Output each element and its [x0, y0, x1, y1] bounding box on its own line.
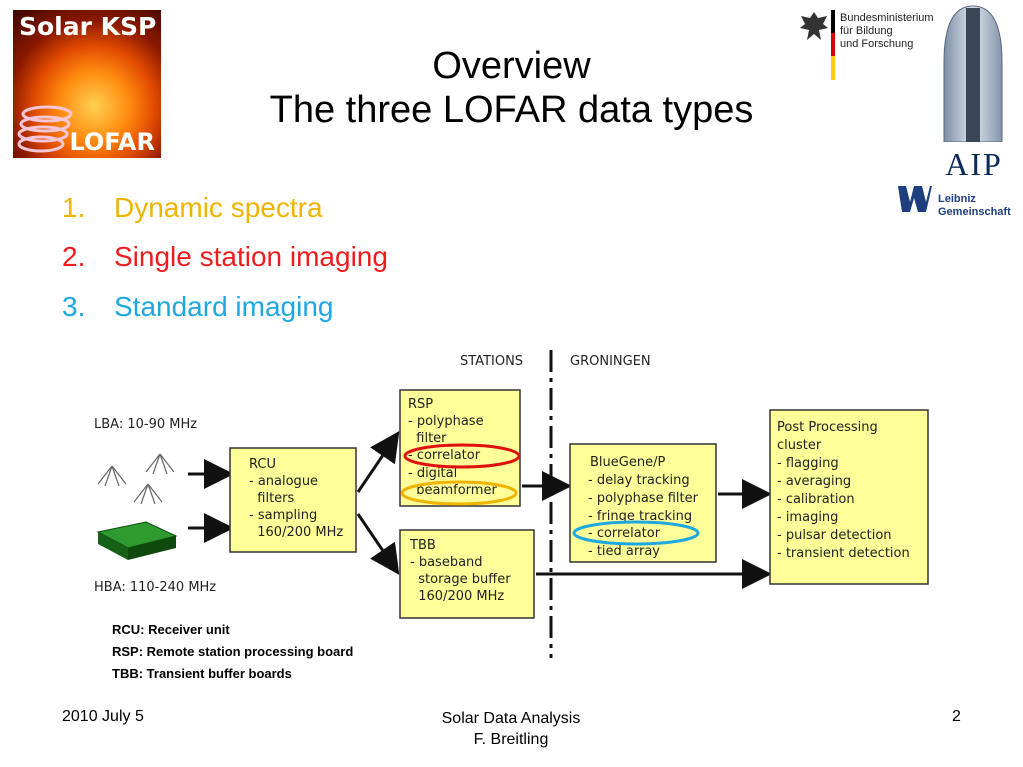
highlight-correlator-red — [403, 443, 521, 469]
tbb-box: TBB - baseband storage buffer 160/200 MH… — [399, 529, 535, 619]
rcu-box: RCU - analogue filters - sampling 160/20… — [229, 447, 357, 553]
svg-text:BlueGene/P: BlueGene/P — [590, 455, 665, 470]
svg-text:- baseband: - baseband — [410, 555, 483, 570]
highlight-beamformer-orange — [400, 480, 518, 506]
list-item-dynamic-spectra: 1.Dynamic spectra — [62, 192, 323, 223]
svg-text:- pulsar detection: - pulsar detection — [777, 528, 892, 543]
svg-text:beamformer: beamformer — [408, 483, 497, 498]
footer-page-number: 2 — [952, 708, 961, 725]
bmbf-logo-text: Bundesministerium für Bildung und Forsch… — [840, 12, 934, 50]
title-line-1: Overview — [432, 45, 591, 87]
title-line-2: The three LOFAR data types — [269, 89, 754, 131]
legend-rcu: RCU: Receiver unit — [112, 622, 230, 637]
legend-tbb: TBB: Transient buffer boards — [112, 666, 292, 681]
svg-text:- transient detection: - transient detection — [777, 546, 910, 561]
svg-text:- tied array: - tied array — [588, 544, 660, 559]
svg-text:- flagging: - flagging — [777, 456, 839, 471]
svg-text:RSP: RSP — [408, 397, 433, 412]
highlight-correlator-blue — [572, 520, 700, 546]
svg-text:storage buffer: storage buffer — [410, 572, 511, 587]
svg-text:- calibration: - calibration — [777, 492, 855, 507]
svg-text:- imaging: - imaging — [777, 510, 838, 525]
svg-text:- polyphase: - polyphase — [408, 414, 484, 429]
svg-text:filter: filter — [408, 431, 447, 446]
list-item-standard-imaging: 3.Standard imaging — [62, 291, 334, 322]
solar-ksp-logo: Solar KSP LOFAR — [13, 10, 161, 158]
list-item-single-station-imaging: 2.Single station imaging — [62, 241, 388, 272]
hba-label: HBA: 110-240 MHz — [94, 580, 216, 595]
footer-center: Solar Data Analysis F. Breitling — [441, 710, 581, 748]
svg-text:RCU: RCU — [249, 457, 276, 472]
logo-title: Solar KSP — [19, 12, 157, 41]
svg-text:- sampling: - sampling — [249, 508, 317, 523]
slide-title: Overview The three LOFAR data types — [150, 44, 873, 132]
svg-text:- delay tracking: - delay tracking — [588, 473, 690, 488]
observatory-dome-icon — [943, 5, 1003, 142]
lba-label: LBA: 10-90 MHz — [94, 417, 197, 432]
leibniz-mark-icon — [898, 186, 932, 212]
svg-text:filters: filters — [249, 491, 295, 506]
svg-text:TBB: TBB — [409, 538, 436, 553]
lba-antenna-icon — [97, 453, 175, 505]
lofar-signal-diagram: STATIONS GRONINGEN LBA: 10-90 MHz HBA: 1… — [94, 350, 929, 658]
header-groningen: GRONINGEN — [570, 354, 651, 369]
logo-subtitle: LOFAR — [69, 128, 155, 156]
header-stations: STATIONS — [460, 354, 523, 369]
svg-text:- fringe tracking: - fringe tracking — [588, 509, 692, 524]
svg-text:cluster: cluster — [777, 438, 822, 453]
svg-text:- correlator: - correlator — [588, 526, 661, 541]
svg-text:- analogue: - analogue — [249, 474, 318, 489]
svg-text:160/200 MHz: 160/200 MHz — [249, 525, 343, 540]
svg-text:- averaging: - averaging — [777, 474, 851, 489]
post-processing-box: Post Processing cluster - flagging - ave… — [769, 409, 929, 585]
svg-text:160/200 MHz: 160/200 MHz — [410, 589, 504, 604]
hba-tile-icon — [96, 521, 178, 560]
leibniz-logo-text: Leibniz Gemeinschaft — [938, 193, 1011, 218]
svg-text:- correlator: - correlator — [408, 448, 481, 463]
svg-text:- digital: - digital — [408, 466, 457, 481]
svg-text:Post Processing: Post Processing — [777, 420, 878, 435]
footer-date: 2010 July 5 — [62, 708, 144, 725]
flag-stripe — [831, 10, 835, 80]
aip-logo-text: AIP — [945, 146, 1003, 182]
legend-rsp: RSP: Remote station processing board — [112, 644, 354, 659]
svg-text:- polyphase filter: - polyphase filter — [588, 491, 699, 506]
coil-icon — [17, 105, 73, 153]
eagle-icon — [800, 12, 828, 40]
